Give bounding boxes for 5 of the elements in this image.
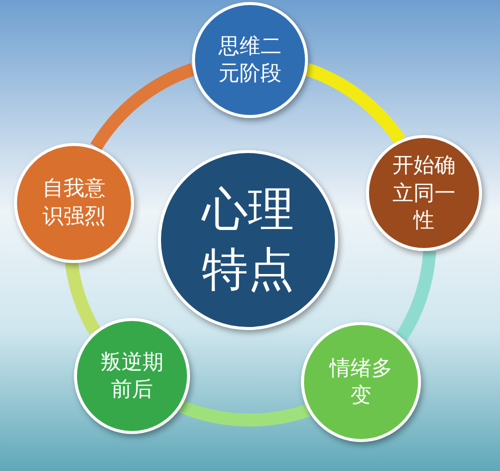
ring-connector [65,261,101,334]
ring-connector [304,63,406,144]
ring-connector [396,250,436,341]
ring-connector [179,400,310,426]
ring-connector [90,63,196,150]
